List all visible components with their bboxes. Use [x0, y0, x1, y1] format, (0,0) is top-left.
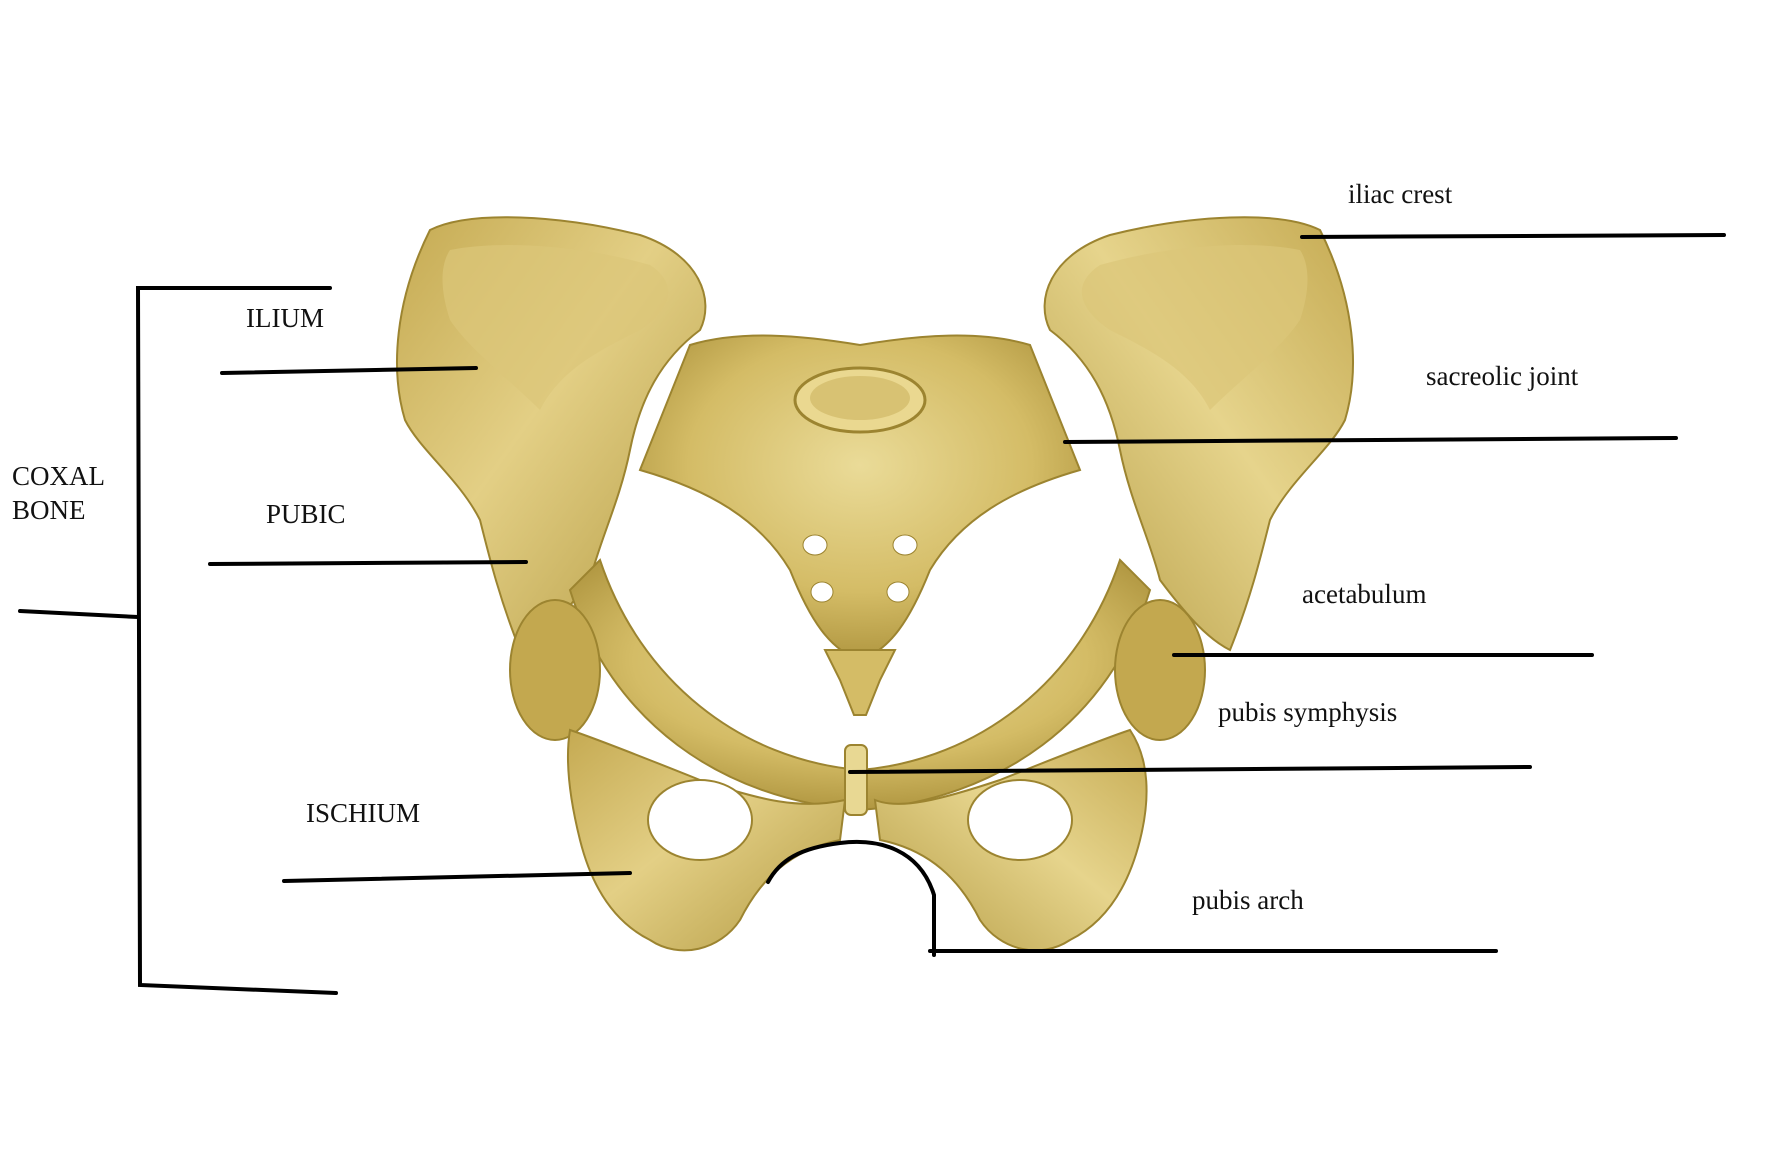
ilium-leader	[220, 366, 478, 375]
label-pubis-symphysis: pubis symphysis	[1218, 697, 1398, 727]
left-acetabulum	[509, 599, 601, 741]
right-iliac-fossa	[1081, 245, 1308, 410]
label-pubic: PUBIC	[266, 499, 346, 529]
sacral-foramen-3	[810, 581, 834, 603]
pelvic-brim	[568, 558, 1152, 812]
ischium-leader	[282, 871, 632, 883]
leader-lines	[18, 233, 1726, 995]
sacral-foramen-1	[802, 534, 828, 556]
pubis-arch-outline	[766, 839, 936, 957]
left-obturator-foramen	[647, 779, 753, 861]
sacral-disc-surface	[810, 376, 910, 420]
sacrum-bone	[638, 334, 1082, 662]
pubis-symphysis-leader	[848, 765, 1532, 774]
label-ischium: ISCHIUM	[306, 798, 421, 828]
label-ilium: ILIUM	[246, 303, 324, 333]
label-acetabulum: acetabulum	[1302, 579, 1427, 609]
label-coxal-bone: COXAL BONE	[12, 461, 105, 525]
label-pubis-arch: pubis arch	[1192, 885, 1304, 915]
right-obturator-foramen	[967, 779, 1073, 861]
sacroiliac-leader	[1063, 436, 1678, 444]
label-sacroiliac-joint: sacreolic joint	[1426, 361, 1579, 391]
coxal-bracket	[135, 286, 338, 995]
label-iliac-crest: iliac crest	[1348, 179, 1453, 209]
coxal-leader	[18, 609, 140, 619]
pubic-leader	[208, 560, 528, 566]
sacral-foramen-4	[886, 581, 910, 603]
sacral-foramen-2	[892, 534, 918, 556]
coccyx-bone	[823, 649, 897, 716]
iliac-crest-leader	[1300, 233, 1726, 239]
pubic-symphysis-bone	[844, 744, 868, 816]
right-acetabulum	[1114, 599, 1206, 741]
left-iliac-fossa	[442, 245, 669, 410]
